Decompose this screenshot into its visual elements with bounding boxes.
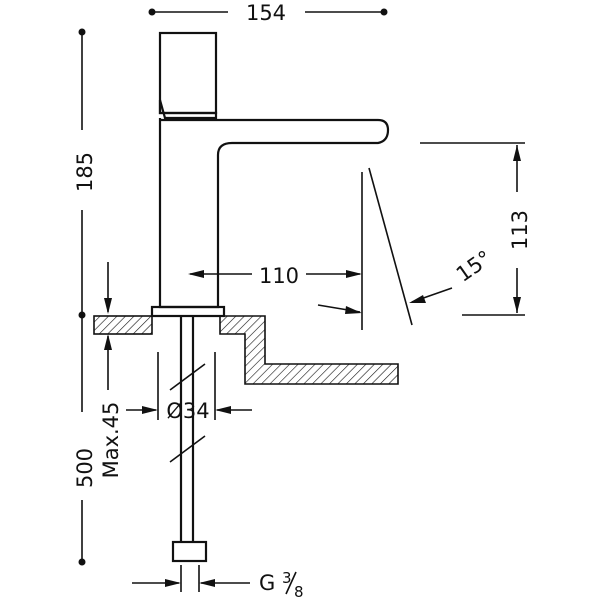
counter-thickness-label: Max.45 — [99, 402, 123, 479]
countertop-right-basin — [219, 315, 399, 385]
faucet-body — [150, 31, 390, 318]
spout-angle-label: 15° — [452, 246, 496, 287]
connection-fraction-numerator: 3 — [282, 569, 292, 587]
connection-thread-dimension: G 3 8 — [132, 565, 304, 600]
hole-diameter-dimension: Ø34 — [126, 352, 252, 423]
break-mark-top — [169, 363, 206, 391]
spout-angle-dimension: 15° — [317, 167, 496, 326]
hose-connector — [171, 540, 208, 563]
break-mark-bottom — [169, 435, 206, 463]
height-dim-label: 185 — [73, 152, 97, 192]
faucet-handle — [158, 31, 218, 115]
connection-fraction-denominator: 8 — [294, 583, 304, 600]
countertop-section — [93, 315, 399, 385]
countertop-left — [93, 315, 153, 335]
spout-height-label: 113 — [508, 210, 532, 250]
faucet-base-plate — [150, 305, 226, 318]
height-dimension: 185 500 — [73, 28, 97, 566]
supply-hose — [169, 316, 208, 563]
counter-thickness-dimension: Max.45 — [99, 262, 123, 478]
angle-reference-line — [368, 167, 413, 326]
handle-base — [158, 99, 218, 120]
spout-reach-label: 110 — [259, 264, 299, 288]
width-dim-label: 154 — [246, 1, 286, 25]
width-dimension: 154 — [148, 1, 388, 25]
hole-diameter-label: Ø34 — [166, 399, 209, 423]
spout-height-dimension: 113 — [420, 142, 532, 316]
connection-thread-label: G — [259, 571, 275, 595]
faucet-spout — [158, 118, 390, 309]
hose-dim-label: 500 — [73, 448, 97, 488]
spout-reach-dimension: 110 — [188, 172, 363, 330]
